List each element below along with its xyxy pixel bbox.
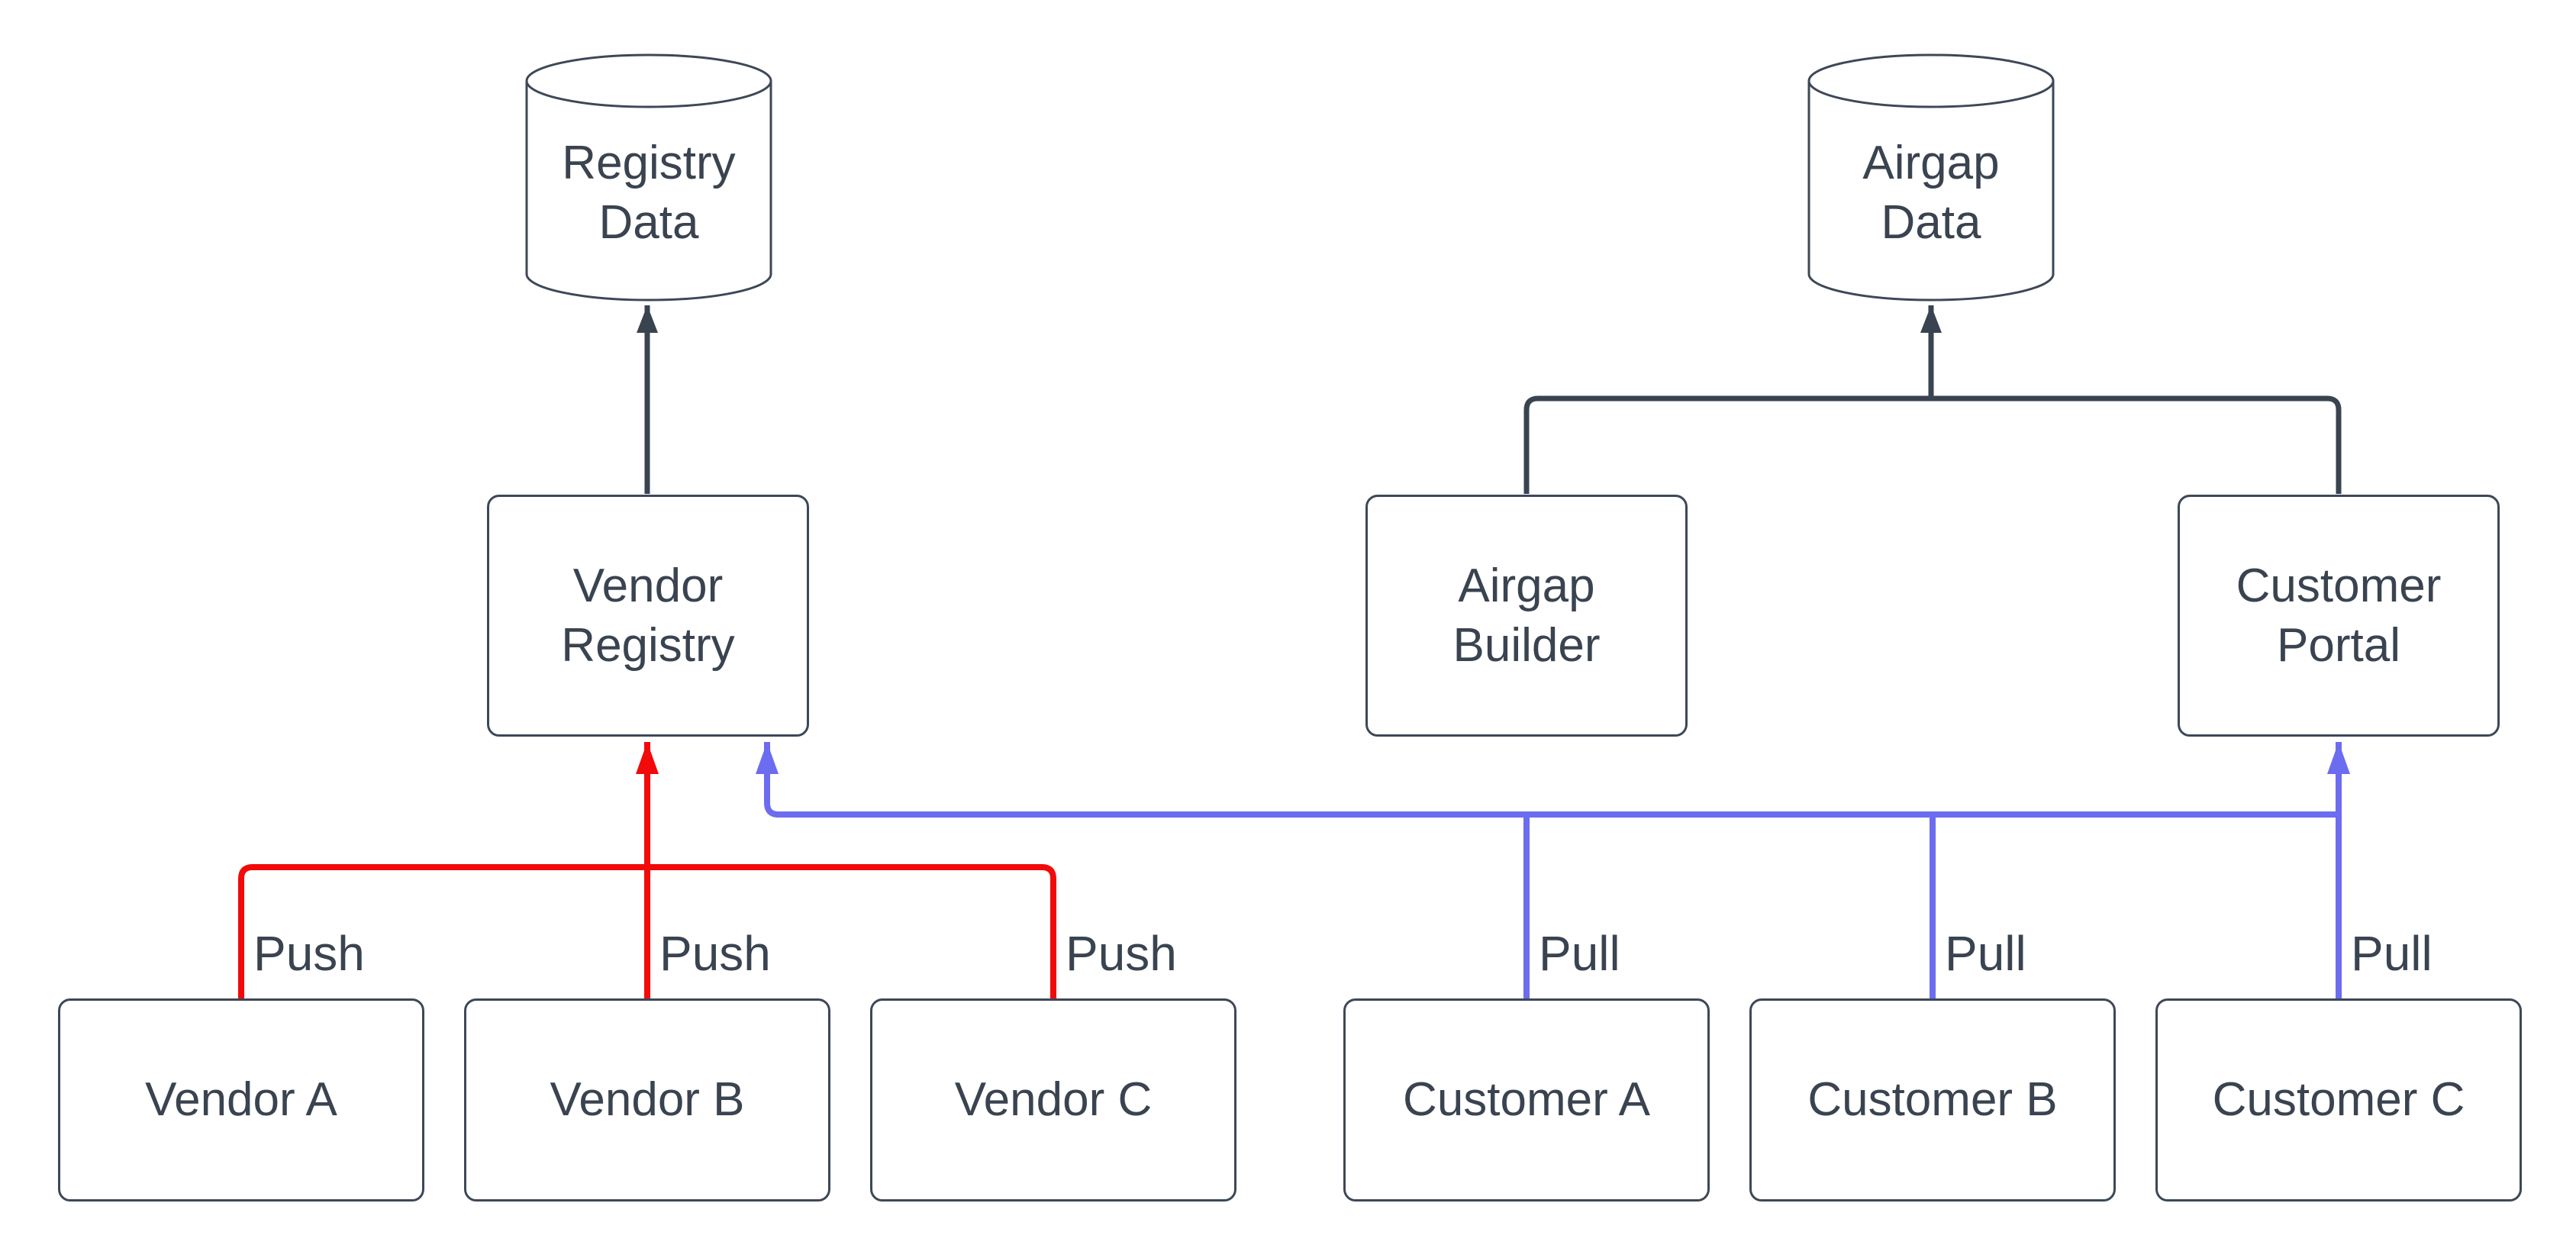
registry-data-label: Registry Data	[527, 111, 771, 275]
push-label-vendor-b: Push	[659, 926, 771, 981]
node-label: Customer Portal	[2236, 559, 2442, 672]
node-vendor-a: Vendor A	[58, 998, 424, 1202]
node-label: Customer B	[1807, 1073, 2058, 1126]
node-label: Airgap Builder	[1452, 559, 1601, 672]
airgap-data-label: Airgap Data	[1809, 111, 2053, 275]
node-label: Airgap Data	[1862, 136, 2000, 249]
node-vendor-b: Vendor B	[464, 998, 830, 1202]
node-label: Customer A	[1403, 1073, 1650, 1126]
pull-label-customer-c: Pull	[2351, 926, 2433, 981]
node-label: Vendor A	[145, 1073, 337, 1126]
node-label: Vendor C	[954, 1073, 1153, 1126]
registry-data-cylinder	[525, 53, 772, 302]
edge-airgap-builder-to-merge	[1523, 395, 1931, 494]
node-vendor-c: Vendor C	[870, 998, 1236, 1202]
node-customer-b: Customer B	[1749, 998, 2116, 1202]
node-customer-portal: Customer Portal	[2178, 495, 2500, 737]
airgap-data-cylinder	[1807, 53, 2055, 302]
edge-customer-portal-to-merge	[1931, 395, 2342, 494]
node-label: Vendor Registry	[561, 559, 735, 672]
edge-pull-bus-to-vendor-registry	[756, 742, 2339, 818]
node-label: Vendor B	[550, 1073, 745, 1126]
node-label: Customer C	[2212, 1073, 2465, 1126]
edge-vendor-a-push	[238, 864, 647, 998]
edge-vendor-c-push	[647, 864, 1056, 998]
push-label-vendor-a: Push	[253, 926, 365, 981]
node-vendor-registry: Vendor Registry	[487, 495, 809, 737]
node-customer-c: Customer C	[2155, 998, 2522, 1202]
pull-label-customer-b: Pull	[1945, 926, 2026, 981]
node-customer-a: Customer A	[1343, 998, 1710, 1202]
push-label-vendor-c: Push	[1066, 926, 1177, 981]
node-airgap-builder: Airgap Builder	[1365, 495, 1688, 737]
node-label: Registry Data	[562, 136, 736, 249]
pull-label-customer-a: Pull	[1539, 926, 1620, 981]
